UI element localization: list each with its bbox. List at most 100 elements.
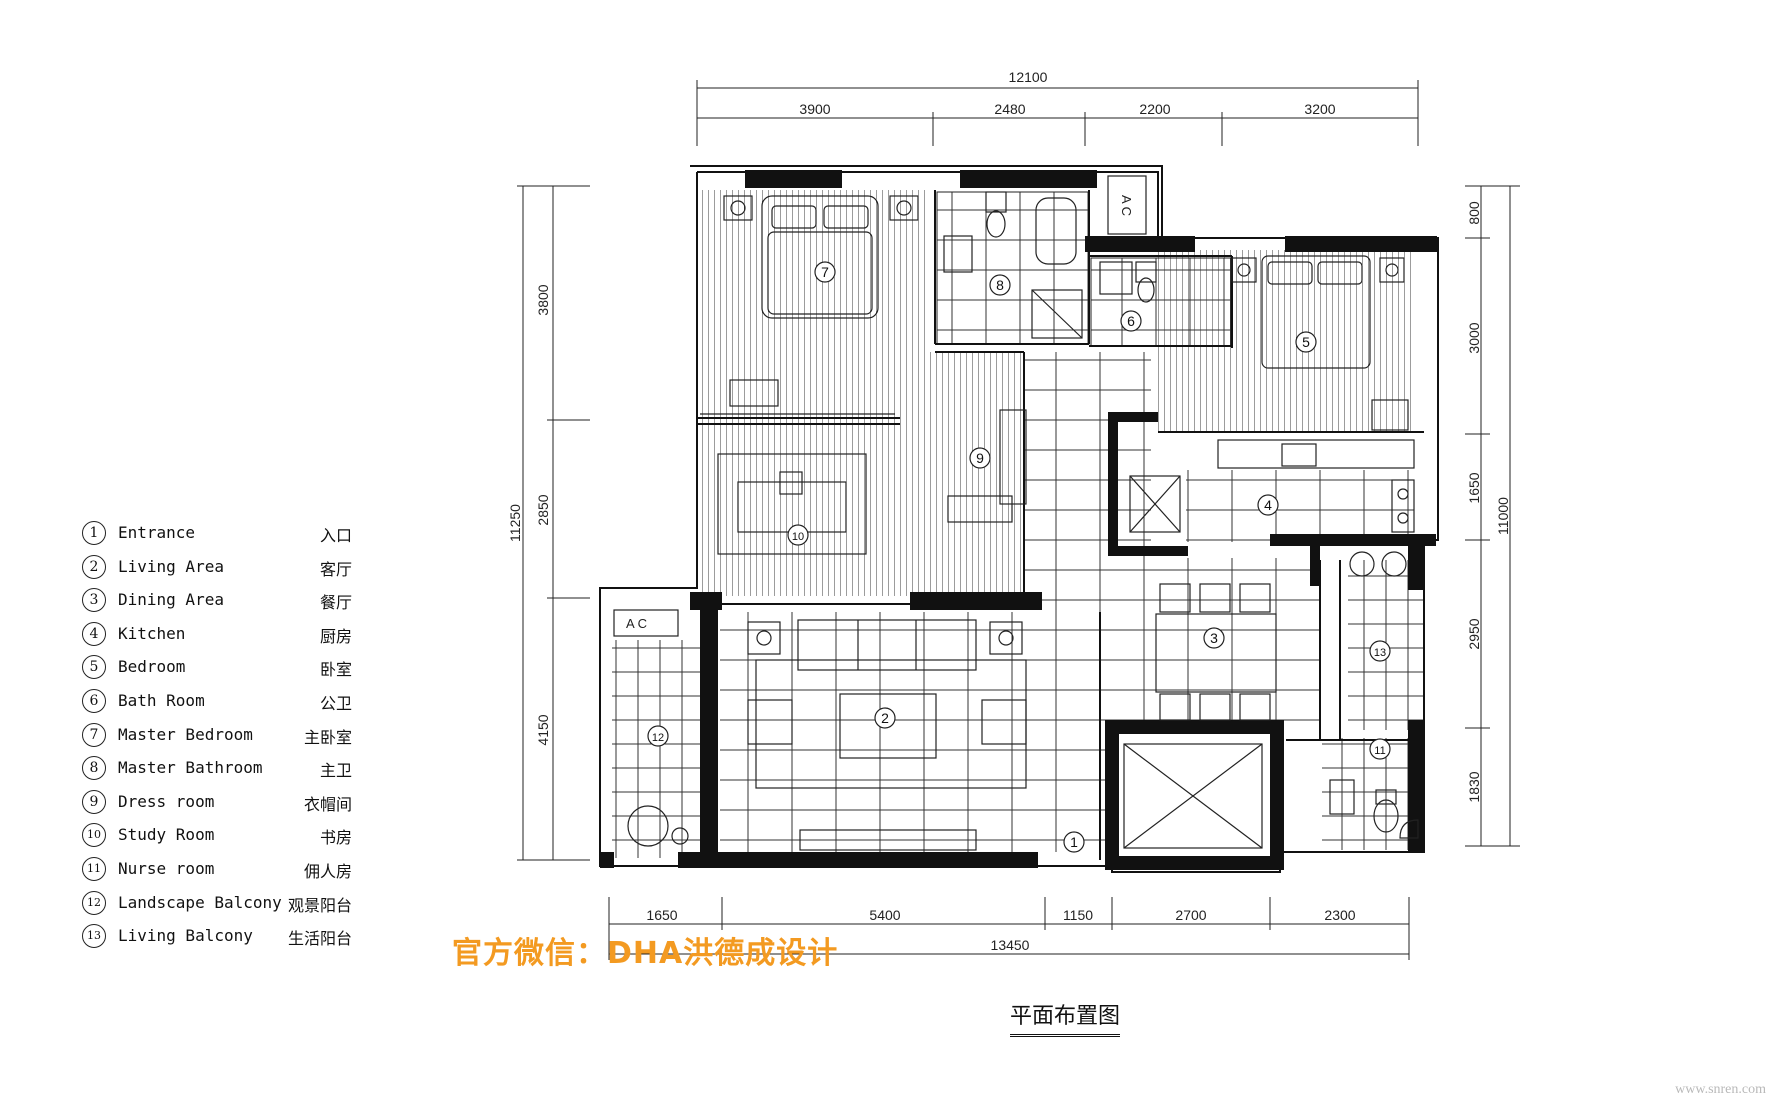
legend-english: Nurse room (118, 858, 215, 878)
wechat-watermark: 官方微信：DHA洪德成设计 (452, 936, 839, 971)
dim-left-seg: 4150 (535, 714, 551, 745)
site-credit: www.snren.com (1675, 1082, 1766, 1097)
plant-icon (1349, 551, 1375, 577)
legend-number: 4 (82, 621, 106, 646)
legend-chinese: 客厅 (319, 559, 352, 579)
legend-row: 12 Landscape Balcony 观景阳台 (82, 889, 352, 923)
dim-bottom-seg: 5400 (869, 907, 900, 923)
legend-row: 2 Living Area 客厅 (82, 553, 352, 587)
legend-chinese: 生活阳台 (287, 929, 352, 949)
legend-row: 10 Study Room 书房 (82, 821, 352, 855)
dim-right-seg: 2950 (1466, 618, 1482, 649)
legend-english: Master Bathroom (118, 758, 263, 778)
legend-number: 3 (82, 588, 106, 613)
room-marker-label: 10 (792, 531, 804, 543)
legend-row: 1 Entrance 入口 (82, 519, 352, 553)
legend-english: Dress room (118, 791, 215, 811)
dim-right-total: 11000 (1495, 497, 1511, 535)
legend-row: 8 Master Bathroom 主卫 (82, 754, 352, 788)
room-marker-circle (969, 447, 991, 469)
plant-icon (1381, 551, 1407, 577)
room-marker-circle (1369, 640, 1391, 662)
ac-label: A C (626, 616, 647, 631)
legend-english: Living Area (118, 556, 224, 576)
dim-left-seg: 2850 (535, 494, 551, 525)
legend-chinese: 书房 (319, 828, 352, 848)
legend-row: 4 Kitchen 厨房 (82, 620, 352, 654)
dim-bottom-seg: 2700 (1175, 907, 1206, 923)
room-marker-circle (1120, 310, 1142, 332)
legend-english: Living Balcony (118, 926, 253, 946)
legend-chinese: 入口 (319, 526, 352, 545)
fridge (1129, 475, 1181, 533)
legend-number: 8 (82, 756, 106, 781)
room-marker-label: 4 (1264, 497, 1272, 513)
room-marker-label: 13 (1374, 647, 1386, 659)
legend-chinese: 衣帽间 (303, 794, 352, 814)
room-marker-circle (647, 725, 669, 747)
room-marker-label: 12 (652, 732, 664, 744)
dim-top-seg: 2480 (994, 101, 1025, 117)
furniture (613, 175, 1419, 851)
room-marker-circle (787, 524, 809, 546)
legend-number: 10 (82, 823, 106, 848)
room-marker-label: 8 (996, 277, 1004, 293)
dim-top-total: 12100 (1009, 69, 1048, 85)
room-marker-label: 5 (1302, 334, 1310, 350)
legend-row: 11 Nurse room 佣人房 (82, 855, 352, 889)
room-marker-label: 11 (1374, 745, 1385, 757)
room-marker-circle (989, 274, 1011, 296)
bedroom-bed (1261, 255, 1371, 369)
legend-english: Entrance (118, 523, 196, 542)
legend-row: 13 Living Balcony 生活阳台 (82, 922, 352, 956)
tv-cabinet (799, 829, 977, 851)
dim-top-seg: 3200 (1304, 101, 1335, 117)
room-marker-label: 9 (976, 450, 984, 466)
bathtub (1035, 197, 1077, 265)
legend-english: Landscape Balcony (118, 892, 282, 912)
legend-chinese: 卧室 (319, 660, 352, 680)
room-marker-circle (1063, 831, 1085, 853)
legend-number: 9 (82, 789, 106, 814)
legend-chinese: 佣人房 (303, 861, 352, 881)
kitchen-counter (1217, 439, 1415, 469)
dim-bottom-seg: 2300 (1324, 907, 1355, 923)
legend-chinese: 公卫 (319, 693, 352, 713)
legend-english: Master Bedroom (118, 724, 253, 744)
room-marker-label: 7 (821, 264, 829, 280)
ac-label: A C (1119, 195, 1134, 216)
room-marker-label: 6 (1127, 313, 1135, 329)
room-marker-circle (1369, 738, 1391, 760)
floor-surfaces (612, 190, 1424, 858)
legend-row: 6 Bath Room 公卫 (82, 687, 352, 721)
legend-number: 6 (82, 688, 106, 713)
legend-english: Kitchen (118, 623, 186, 643)
legend-english: Study Room (118, 825, 215, 845)
dim-left-total: 11250 (507, 504, 523, 542)
legend-number: 2 (82, 554, 106, 579)
dim-top-seg: 3900 (799, 101, 830, 117)
dim-bottom-seg: 1650 (646, 907, 677, 923)
legend-number: 5 (82, 655, 106, 680)
legend-row: 9 Dress room 衣帽间 (82, 788, 352, 822)
legend-row: 3 Dining Area 餐厅 (82, 586, 352, 620)
legend-english: Bath Room (118, 690, 205, 710)
dim-bottom-seg: 1150 (1063, 907, 1093, 923)
master-bed (761, 195, 879, 319)
legend-chinese: 餐厅 (319, 593, 352, 613)
legend-number: 11 (82, 856, 106, 881)
ac-labels: A C A C (626, 195, 1134, 631)
legend-number: 1 (82, 521, 106, 545)
study-desk (717, 453, 867, 555)
legend-row: 7 Master Bedroom 主卧室 (82, 721, 352, 755)
legend-number: 13 (82, 924, 106, 949)
dim-top-seg: 2200 (1139, 101, 1170, 117)
dimension-lines (517, 80, 1520, 960)
legend-number: 7 (82, 722, 106, 747)
dim-bottom-total: 13450 (991, 937, 1030, 953)
legend-english: Bedroom (118, 657, 186, 677)
legend-chinese: 厨房 (319, 626, 352, 646)
room-marker-circle (1295, 331, 1317, 353)
room-marker-label: 3 (1210, 630, 1218, 646)
